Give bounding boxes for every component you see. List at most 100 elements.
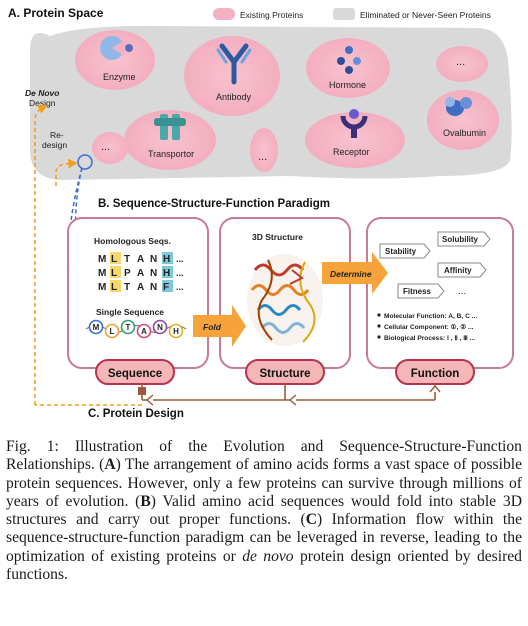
design-flow bbox=[138, 384, 441, 406]
blob-receptor bbox=[305, 112, 405, 168]
ellipsis-3: ... bbox=[258, 151, 267, 163]
blob-small-1 bbox=[436, 46, 488, 82]
caption-intro: Illustration of the Evolution and Sequen… bbox=[6, 438, 522, 474]
svg-text:Sequence: Sequence bbox=[108, 368, 162, 380]
determine-arrow bbox=[322, 252, 388, 294]
caption-a-text: ) The arrangement of amino acids forms a… bbox=[6, 456, 523, 510]
residue-bead bbox=[120, 319, 136, 335]
homologous-residue: T bbox=[124, 282, 130, 293]
design-label: Design bbox=[29, 98, 56, 108]
homologous-residue: N bbox=[150, 268, 157, 279]
residue-bead bbox=[152, 319, 168, 335]
homologous-residue: L bbox=[111, 268, 117, 279]
sequence-label-box: Sequence bbox=[95, 359, 175, 385]
single-seq-chain bbox=[85, 325, 187, 333]
caption-b: B bbox=[140, 492, 151, 510]
legend-existing-swatch bbox=[213, 8, 235, 20]
receptor-icon bbox=[340, 109, 368, 138]
ovalbumin-icon bbox=[445, 97, 472, 116]
svg-text:Fitness: Fitness bbox=[403, 287, 432, 296]
de-novo-label: De Novo bbox=[25, 88, 59, 98]
tag-stability: Stability bbox=[379, 243, 431, 259]
receptor-label: Receptor bbox=[333, 147, 370, 157]
redesign-label-1: Re- bbox=[50, 130, 64, 140]
legend-eliminated-label: Eliminated or Never-Seen Proteins bbox=[360, 10, 491, 20]
figure: A. Protein Space Existing Proteins Elimi… bbox=[8, 6, 514, 420]
homologous-residue: P bbox=[124, 268, 131, 279]
fold-label: Fold bbox=[203, 322, 222, 332]
legend-existing-label: Existing Proteins bbox=[240, 10, 303, 20]
ellipsis-2: ... bbox=[101, 141, 110, 153]
residue-bead-label: M bbox=[93, 323, 100, 332]
figure-caption: Fig. 1: Illustration of the Evolution an… bbox=[6, 438, 522, 584]
function-bullet: Biological Process: Ⅰ , Ⅱ , Ⅲ ... bbox=[384, 334, 475, 342]
ellipsis-1: ... bbox=[456, 56, 465, 68]
blob-small-3 bbox=[92, 132, 128, 164]
svg-text:Function: Function bbox=[411, 368, 460, 380]
enzyme-icon bbox=[100, 36, 133, 60]
residue-bead-label: N bbox=[157, 323, 163, 332]
caption-de-novo: de novo bbox=[242, 547, 294, 565]
tag-more: ... bbox=[458, 286, 466, 297]
structure-label-box: Structure bbox=[245, 359, 325, 385]
homologous-residue: M bbox=[98, 282, 106, 293]
transporter-label: Transportor bbox=[148, 149, 194, 159]
homologous-residue: A bbox=[137, 254, 144, 265]
homologous-residue: ... bbox=[176, 254, 184, 264]
bullet-dot bbox=[377, 313, 381, 317]
residue-bead-label: H bbox=[173, 327, 179, 336]
homologous-highlight bbox=[162, 280, 173, 292]
svg-text:Structure: Structure bbox=[259, 368, 310, 380]
antibody-icon bbox=[216, 43, 252, 85]
tag-affinity: Affinity bbox=[437, 262, 487, 278]
function-bullets: Molecular Function: A, B, C ...Cellular … bbox=[377, 313, 477, 342]
hormone-icon bbox=[337, 46, 361, 74]
residue-bead-label: L bbox=[110, 327, 115, 336]
homologous-residue: M bbox=[98, 268, 106, 279]
function-bullet: Cellular Component: ①, ② ... bbox=[384, 323, 474, 331]
function-label-box: Function bbox=[395, 359, 475, 385]
blob-small-2 bbox=[250, 128, 278, 172]
caption-c-text: ) Information flow within the sequence-s… bbox=[6, 511, 522, 565]
homologous-residue: H bbox=[163, 268, 170, 279]
homologous-residue: H bbox=[163, 254, 170, 265]
section-b-title: B. Sequence-Structure-Function Paradigm bbox=[98, 198, 330, 210]
residue-bead bbox=[136, 323, 152, 339]
caption-end-text: protein design oriented by desired funct… bbox=[6, 547, 522, 584]
tag-fitness: Fitness bbox=[397, 283, 445, 299]
homologous-residue: F bbox=[163, 282, 169, 293]
homologous-residue: A bbox=[137, 282, 144, 293]
homologous-residue: ... bbox=[176, 282, 184, 292]
caption-a: A bbox=[104, 456, 116, 474]
residue-bead bbox=[168, 323, 184, 339]
blob-transporter bbox=[124, 110, 216, 170]
homologous-residue: N bbox=[150, 254, 157, 265]
redesign-target bbox=[77, 154, 93, 170]
svg-text:Affinity: Affinity bbox=[444, 266, 472, 275]
redesign-label-2: design bbox=[42, 140, 67, 150]
homologous-residue: L bbox=[111, 282, 117, 293]
blob-enzyme bbox=[75, 30, 155, 90]
legend-eliminated-swatch bbox=[333, 8, 355, 20]
ovalbumin-label: Ovalbumin bbox=[443, 128, 486, 138]
redesign-orange-arrow bbox=[55, 158, 78, 186]
homologous-residue: L bbox=[111, 254, 117, 265]
homologous-title: Homologous Seqs. bbox=[94, 236, 171, 246]
hormone-label: Hormone bbox=[329, 80, 366, 90]
structure-title: 3D Structure bbox=[252, 232, 303, 242]
fold-arrow bbox=[193, 305, 246, 347]
homologous-residue: N bbox=[150, 282, 157, 293]
residue-bead bbox=[88, 319, 104, 335]
single-title: Single Sequence bbox=[96, 307, 164, 317]
tag-solubility: Solubility bbox=[437, 231, 491, 247]
blob-ovalbumin bbox=[427, 90, 499, 150]
homologous-highlight bbox=[110, 252, 121, 264]
residue-bead-label: T bbox=[126, 323, 131, 332]
protein-structure-image bbox=[247, 254, 323, 346]
homologous-residue: T bbox=[124, 254, 130, 265]
homologous-highlight bbox=[162, 266, 173, 278]
section-c-title: C. Protein Design bbox=[88, 408, 184, 420]
bullet-dot bbox=[377, 335, 381, 339]
